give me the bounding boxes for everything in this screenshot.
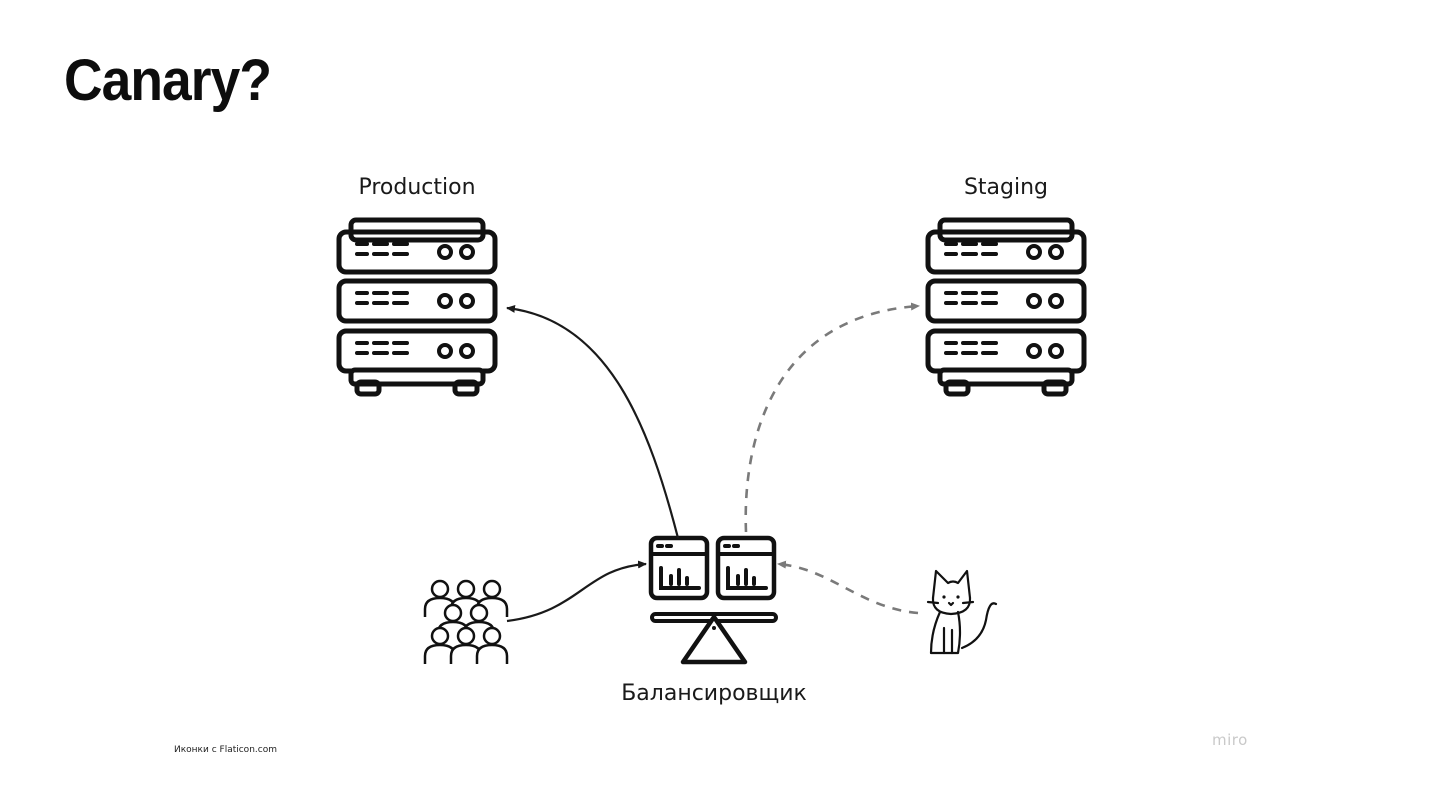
- edge-balancer-to-staging: [744, 302, 920, 533]
- edge-balancer-to-production: [506, 304, 680, 539]
- cat-icon: [926, 569, 998, 655]
- production-label: Production: [358, 175, 476, 200]
- production-server-icon: [339, 220, 495, 394]
- icons-credit: Иконки с Flaticon.com: [174, 745, 277, 755]
- miro-logo: miro: [1212, 731, 1248, 749]
- edge-users-to-balancer: [506, 560, 647, 623]
- edge-cat-to-balancer: [777, 560, 919, 615]
- load-balancer-icon: [651, 538, 778, 665]
- staging-label: Staging: [963, 175, 1049, 200]
- staging-server-icon: [928, 220, 1084, 394]
- slide-title: Canary?: [64, 48, 272, 113]
- balancer-label: Балансировщик: [621, 681, 807, 706]
- crowd-icon: [423, 579, 509, 666]
